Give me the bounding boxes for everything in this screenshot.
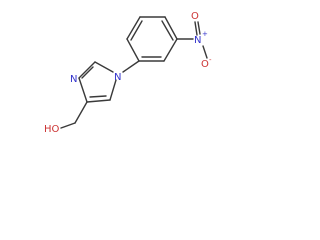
bond-benz-1 (126, 38, 140, 62)
bond-c4-c5-double (89, 95, 107, 98)
atom-labels: N N N + O O - HO (44, 11, 212, 135)
nitro-o-top-label: O (191, 11, 199, 22)
bond-n1-c2 (94, 61, 114, 73)
bond-nitro-o-top (194, 21, 198, 36)
bond-benz-5 (163, 38, 178, 62)
nitro-o-side-label: O (201, 59, 209, 70)
bond-ch2-o (60, 122, 76, 129)
bond-n3-c4 (78, 77, 88, 103)
imidazole-n-label: N (70, 74, 77, 85)
bond-c5-n1 (109, 79, 117, 101)
bond-nitro-o-top-double (197, 21, 201, 35)
bonds (60, 16, 208, 129)
bond-c4-c5 (86, 99, 111, 103)
bond-n1-phenyl (122, 60, 140, 73)
bond-c4-ch2 (74, 101, 88, 124)
bond-c2-n3 (78, 61, 96, 79)
bond-c2-n3-double (81, 66, 94, 79)
bond-benz-double-b (161, 20, 174, 41)
bond-benz-2 (126, 16, 141, 40)
hydroxyl-label: HO (44, 124, 60, 135)
nitro-positive-charge: + (202, 30, 208, 38)
bond-benz-double-a (130, 20, 143, 41)
bond-nitro-o-side (202, 45, 208, 59)
nitro-negative-charge: - (209, 56, 212, 64)
bond-benz-4 (164, 16, 178, 40)
molecule-structure: N N N + O O - HO (44, 11, 212, 135)
nitro-n-label: N (194, 35, 201, 46)
ring-n-label: N (114, 72, 121, 83)
